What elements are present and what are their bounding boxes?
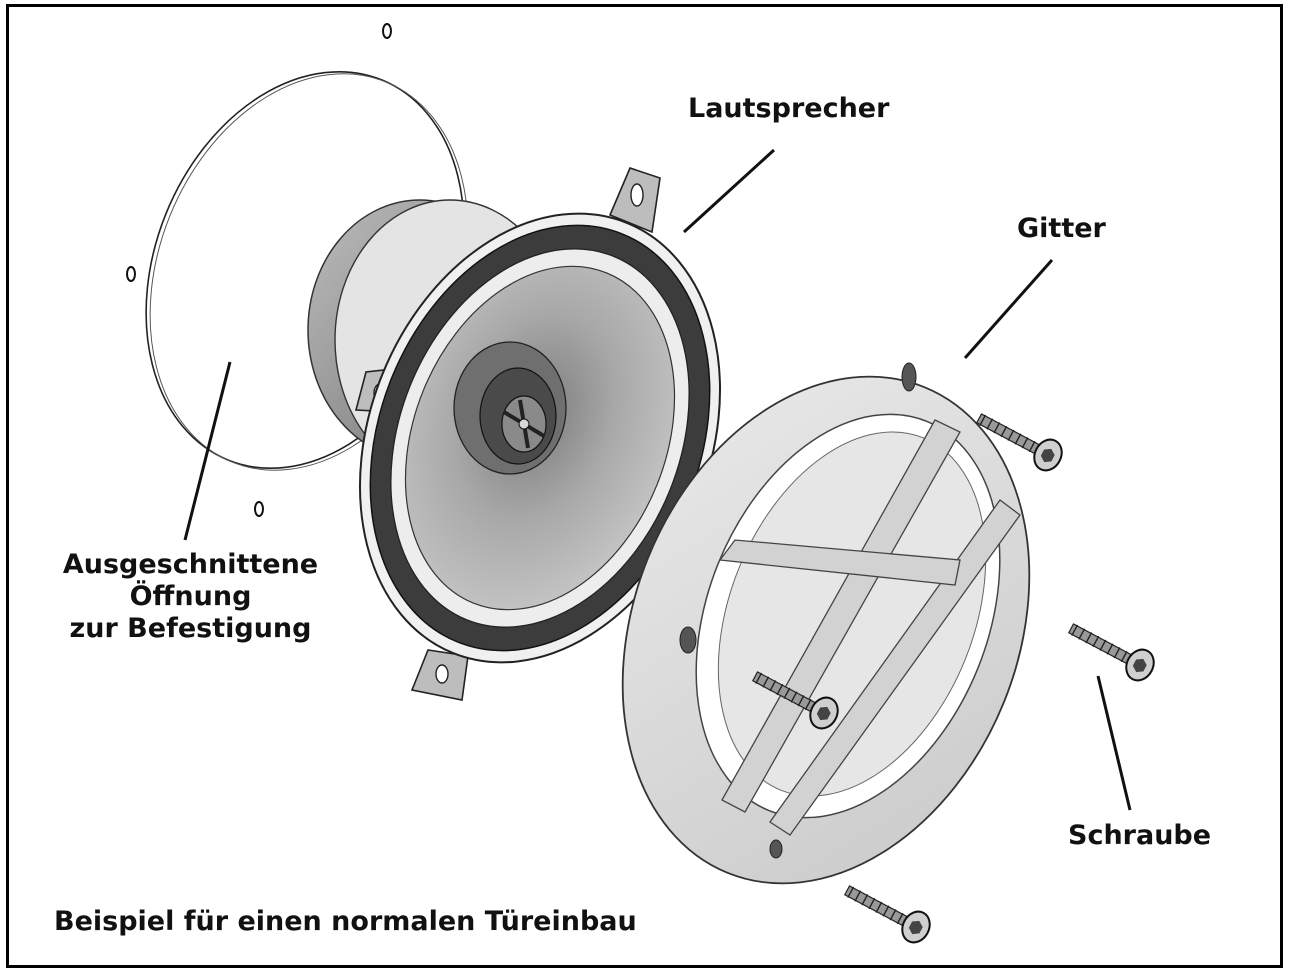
grille-hole [901,362,917,392]
leader-line-screw [1096,675,1132,811]
label-cutout-line-1: Ausgeschnittene [62,549,319,580]
diagram-caption: Beispiel für einen normalen Türeinbau [54,906,637,937]
screw [751,671,839,730]
leader-line-speaker [682,148,776,234]
label-speaker: Lautsprecher [688,93,890,124]
grille [621,362,1031,885]
screw [843,885,931,944]
leader-line-cutout [183,361,232,541]
screw [1067,623,1155,682]
cutout-hole [254,501,264,517]
label-cutout-line-3: zur Befestigung [69,612,312,644]
label-cutout: Ausgeschnittene Öffnung zur Befestigung [38,549,343,645]
grille-hole [769,839,783,859]
label-cutout-line-2: Öffnung [129,580,252,612]
label-screw: Schraube [1068,820,1212,851]
label-grille: Gitter [1017,213,1106,244]
grille-hole [679,626,697,654]
grille-bar [769,499,1021,836]
cutout-hole [126,266,136,282]
grille-bar [721,419,961,813]
screw [975,413,1063,472]
leader-line-grille [963,259,1054,359]
speaker-front [359,212,721,664]
grille-bar [718,539,961,586]
cutout-hole [382,23,392,39]
